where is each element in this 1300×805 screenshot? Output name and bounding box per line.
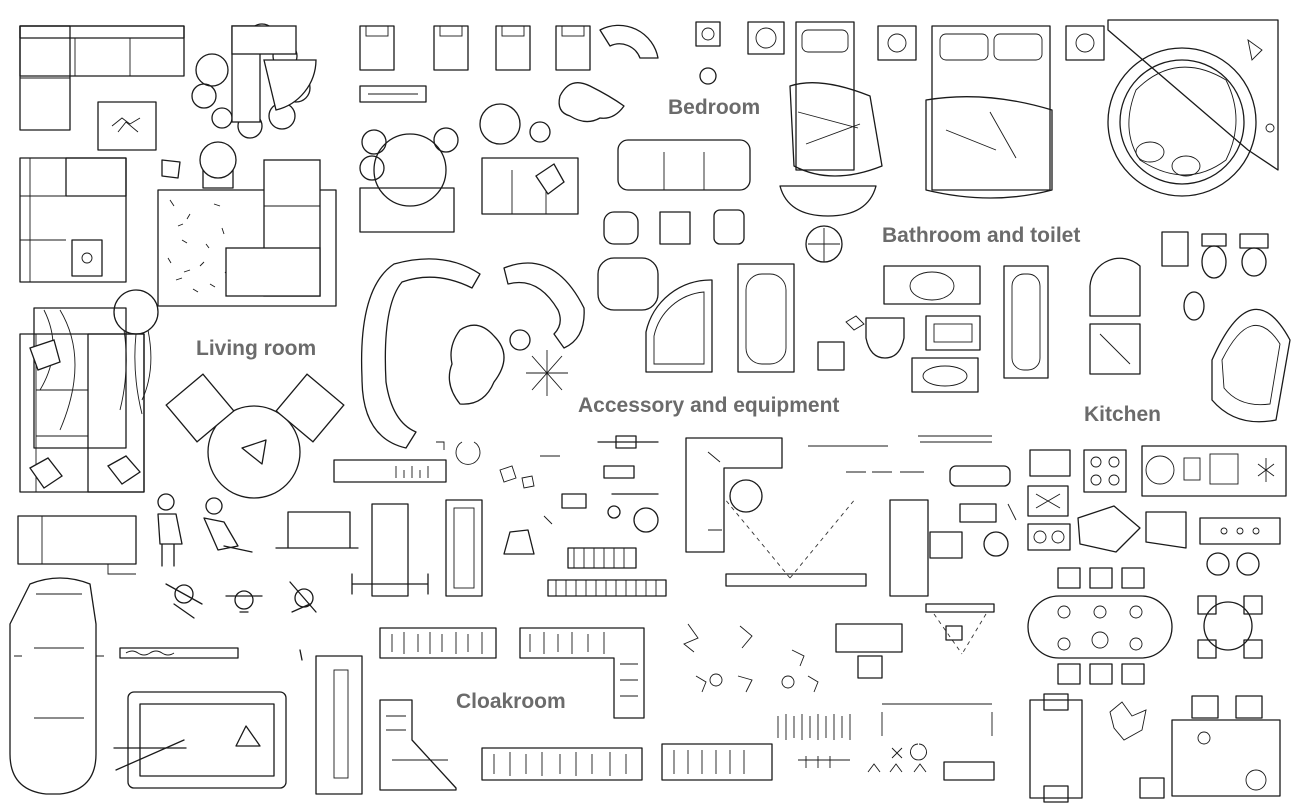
single-bed — [17, 515, 137, 575]
exercise-equipment — [275, 499, 483, 597]
shower-trays — [1089, 257, 1141, 375]
car — [9, 577, 104, 795]
pillow-small — [161, 159, 181, 179]
round-dining-table — [1197, 595, 1263, 659]
hanging-clothes-rows — [777, 703, 995, 781]
sectional-sofa-top — [19, 25, 185, 131]
label-kitchen: Kitchen — [1084, 403, 1162, 426]
armchair-round-2 — [597, 225, 843, 311]
jellyfish-lamp-and-rug — [33, 289, 159, 449]
office-desk-projector — [835, 603, 995, 679]
oval-dining-table — [1027, 567, 1173, 685]
kitchen-island-sinks — [1077, 505, 1281, 553]
shelf-strip — [119, 647, 303, 661]
double-bed — [877, 25, 1105, 199]
sink-counter — [883, 265, 981, 305]
armchair-round — [199, 141, 237, 189]
pool-table — [113, 691, 287, 789]
kitchen-counter-row — [1141, 445, 1287, 497]
wardrobes-bottom-row — [481, 743, 773, 781]
wardrobe-corner-bottom — [379, 699, 457, 791]
sofa-long-left — [19, 333, 145, 493]
rug-with-sofa — [157, 159, 337, 307]
bidet-small — [817, 315, 865, 371]
coffee-table-plant — [97, 101, 157, 151]
nightstands-top — [695, 21, 785, 85]
desk-corner-workstation — [685, 437, 867, 587]
people-figures — [157, 493, 317, 619]
corner-bathtub — [645, 279, 713, 373]
round-bed — [1107, 19, 1279, 197]
label-accessory-and-equipment: Accessory and equipment — [578, 394, 840, 417]
small-chairs — [603, 209, 745, 245]
tv-console — [333, 441, 481, 483]
wardrobe-straight — [379, 627, 497, 659]
piano-keyboards — [547, 547, 667, 597]
square-table-chairs — [1029, 693, 1147, 803]
whirlpool-tub — [1211, 308, 1291, 423]
sinks-vanity — [865, 315, 981, 393]
wall-mounted-tv-units — [808, 435, 1011, 487]
sectional-sofa-left — [19, 157, 127, 283]
three-seat-sofa — [481, 157, 579, 215]
potted-plants — [683, 623, 819, 693]
small-accessories — [499, 435, 659, 555]
toilets — [1161, 231, 1269, 321]
round-tables — [359, 103, 551, 233]
dining-table-plant — [1139, 695, 1281, 799]
bathtub — [737, 263, 795, 373]
ottoman-bench — [779, 185, 877, 217]
stove-sink-units — [1027, 449, 1127, 551]
label-living-room: Living room — [196, 337, 317, 360]
label-cloakroom: Cloakroom — [456, 690, 566, 713]
label-bathroom-and-toilet: Bathroom and toilet — [882, 224, 1081, 247]
single-bed-blanket — [789, 21, 883, 177]
chesterfield-sofa — [617, 139, 751, 191]
bathtub-narrow — [1003, 265, 1049, 379]
stools-round — [1206, 552, 1260, 576]
curved-sofas — [360, 258, 585, 449]
armchairs-row — [359, 24, 659, 71]
tall-cabinet — [315, 655, 363, 795]
armchairs-round-table — [165, 373, 345, 499]
desk-with-chair — [889, 499, 1017, 597]
corner-sofa-with-plants — [191, 23, 317, 139]
wardrobe-l-shaped — [519, 627, 645, 719]
label-bedroom: Bedroom — [668, 96, 761, 119]
cowhide-rug — [558, 82, 625, 123]
runner-rug — [359, 85, 427, 103]
